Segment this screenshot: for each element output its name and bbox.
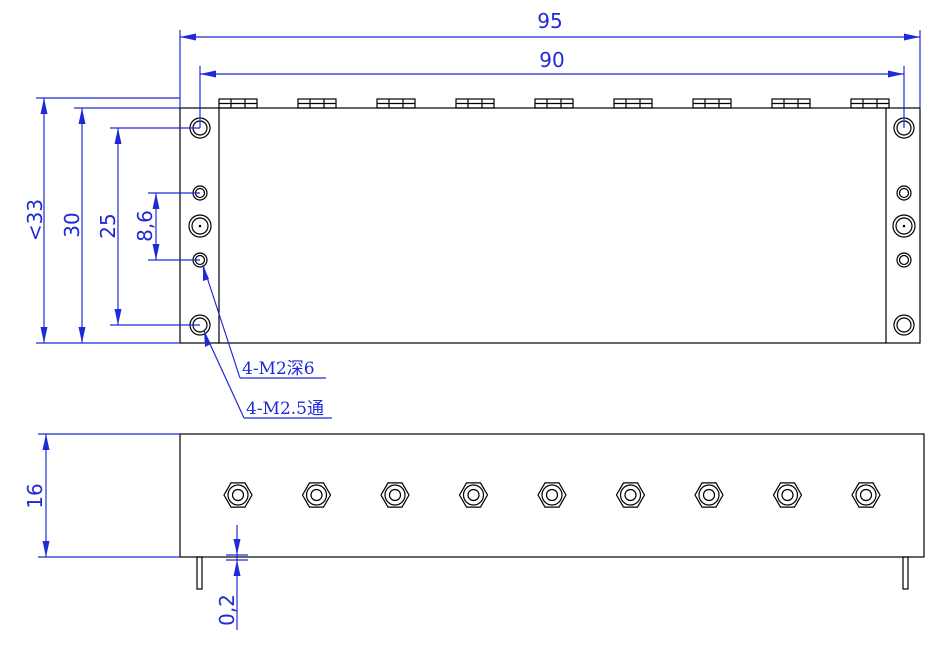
pin-left xyxy=(196,556,203,590)
top-connector-nut xyxy=(850,98,890,109)
top-view-body xyxy=(179,107,921,344)
dimension-25-label: 25 xyxy=(96,213,120,238)
leader-m25-through: 4-M2.5通 xyxy=(203,330,332,419)
dimension-16: 16 xyxy=(23,433,180,558)
top-connector-nut xyxy=(297,98,337,109)
connector-left-end xyxy=(188,214,212,238)
pin-right xyxy=(902,556,909,590)
dimension-90: 90 xyxy=(199,48,905,128)
top-view xyxy=(179,98,921,344)
top-connector-nut xyxy=(376,98,416,109)
front-connector xyxy=(537,482,567,508)
left-mounting-holes xyxy=(188,117,212,336)
dimension-90-label: 90 xyxy=(539,48,564,72)
hole-m25-bottom-right xyxy=(893,314,915,336)
dimension-30-label: 30 xyxy=(60,212,84,237)
top-connector-row xyxy=(218,98,890,109)
dimension-8-6: 8,6 xyxy=(133,192,200,261)
dimension-16-label: 16 xyxy=(23,483,47,508)
front-connector xyxy=(615,482,646,508)
front-view xyxy=(179,433,925,590)
hole-m2-right-lower xyxy=(896,252,912,268)
top-connector-nut xyxy=(771,98,811,109)
front-connector xyxy=(458,482,489,508)
right-mounting-holes xyxy=(892,117,916,336)
dimension-95: 95 xyxy=(179,9,921,108)
top-connector-nut xyxy=(692,98,732,109)
dimension-33: <33 xyxy=(23,97,180,344)
dimension-95-label: 95 xyxy=(537,9,562,33)
dimension-0-2-label: 0,2 xyxy=(215,594,239,626)
note-m2-blind-holes: 4-M2深6 xyxy=(242,359,315,379)
top-connector-nut xyxy=(534,98,574,109)
connector-right-end xyxy=(892,214,916,238)
top-connector-nut xyxy=(455,98,495,109)
front-connector xyxy=(694,482,724,508)
dimension-25: 25 xyxy=(96,127,200,326)
note-m25-through-holes: 4-M2.5通 xyxy=(246,399,324,419)
front-connector xyxy=(772,482,803,508)
dimension-33-label: <33 xyxy=(23,199,47,241)
top-connector-nut xyxy=(218,98,258,109)
front-connector xyxy=(851,482,881,508)
front-connector-row xyxy=(223,482,881,508)
hole-m2-right-upper xyxy=(896,185,912,201)
front-view-body xyxy=(179,433,925,558)
dimension-8-6-label: 8,6 xyxy=(133,210,157,242)
front-connector xyxy=(380,482,410,508)
front-connector xyxy=(223,482,253,508)
dimension-30: 30 xyxy=(60,107,180,343)
dimension-0-2: 0,2 xyxy=(215,525,248,630)
leader-m2-blind: 4-M2深6 xyxy=(202,264,326,379)
front-connector xyxy=(301,482,332,508)
top-connector-nut xyxy=(613,98,653,109)
